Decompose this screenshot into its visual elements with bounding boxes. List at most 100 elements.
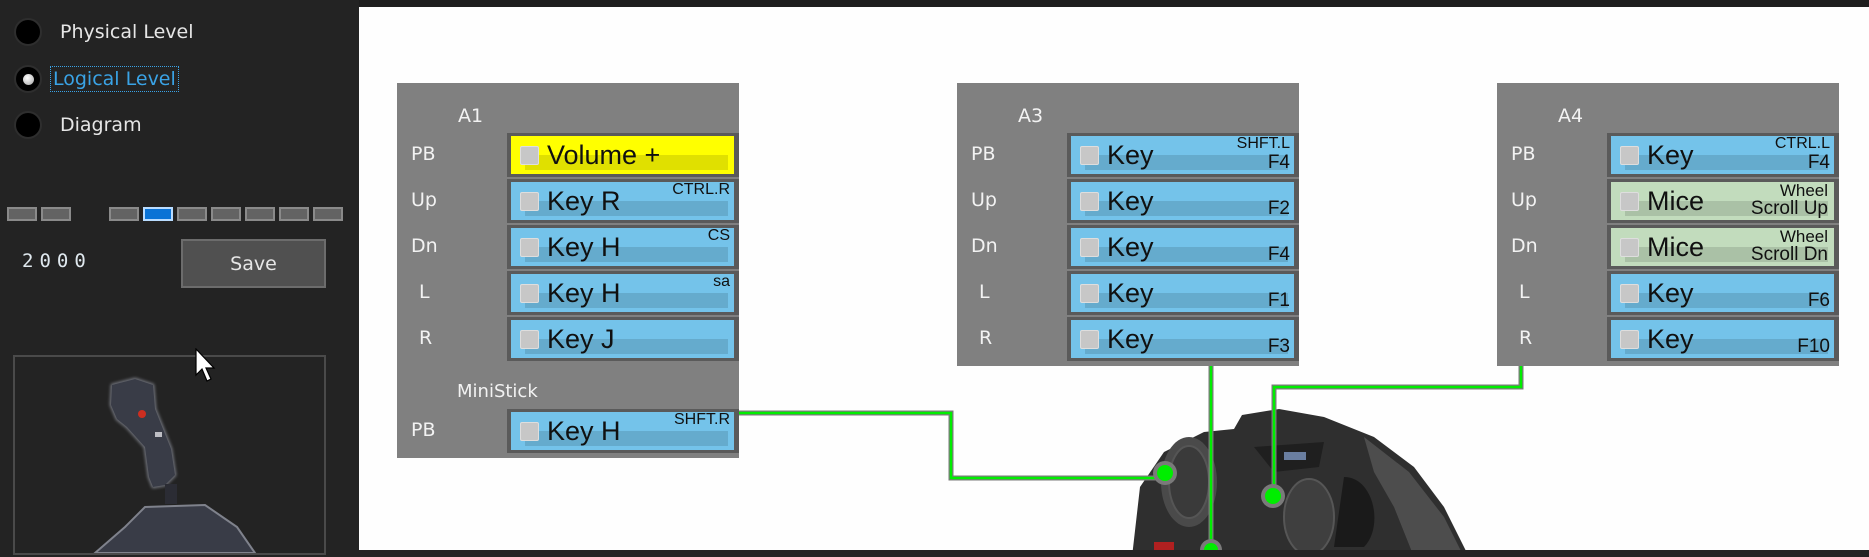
mapping-button-a3-pb[interactable]: Key SHFT.L F4	[1067, 133, 1299, 177]
row-label: L	[979, 281, 990, 303]
mapping-button-a3-up[interactable]: Key F2	[1067, 179, 1299, 223]
radio-button[interactable]	[14, 18, 42, 46]
radio-button[interactable]	[14, 111, 42, 139]
checkbox[interactable]	[520, 192, 539, 211]
mapping-key: F4	[1267, 152, 1290, 173]
mode-segment-1[interactable]	[7, 207, 37, 221]
checkbox[interactable]	[1080, 146, 1099, 165]
checkbox[interactable]	[1620, 146, 1639, 165]
mapping-action: Key H	[547, 278, 621, 308]
panel-a3: A3 PB Key SHFT.L F4 Up Key F2 Dn Key F4 …	[957, 83, 1299, 366]
mapping-action: Key	[1107, 232, 1154, 262]
mapping-button-ministick-pb[interactable]: Key H SHFT.R	[507, 409, 739, 453]
mapping-button-a4-l[interactable]: Key F6	[1607, 271, 1839, 315]
mode-segment-9[interactable]	[313, 207, 343, 221]
checkbox[interactable]	[520, 422, 539, 441]
checkbox[interactable]	[1080, 284, 1099, 303]
mapping-action: Key	[1647, 324, 1694, 354]
row-label: Up	[971, 189, 997, 211]
checkbox[interactable]	[520, 330, 539, 349]
checkbox[interactable]	[520, 238, 539, 257]
mouse-cursor-icon	[195, 348, 216, 382]
mapping-action: Mice	[1647, 232, 1705, 262]
mode-segment-7[interactable]	[245, 207, 275, 221]
mapping-button-a3-l[interactable]: Key F1	[1067, 271, 1299, 315]
mapping-modifier: CTRL.R	[672, 182, 730, 198]
device-preview	[13, 355, 326, 555]
row-label: Dn	[411, 235, 438, 257]
mode-segment-2[interactable]	[41, 207, 71, 221]
row-label: Up	[1511, 189, 1537, 211]
checkbox[interactable]	[1620, 238, 1639, 257]
row-label: PB	[411, 419, 436, 441]
mapping-button-a3-dn[interactable]: Key F4	[1067, 225, 1299, 269]
mode-segment-5[interactable]	[177, 207, 207, 221]
radio-logical-level[interactable]: Logical Level	[14, 62, 179, 96]
mapping-modifier: SHFT.R	[674, 412, 730, 428]
mapping-key: F10	[1797, 336, 1830, 357]
checkbox[interactable]	[1080, 238, 1099, 257]
row-label: PB	[411, 143, 436, 165]
mapping-action: Key R	[547, 186, 621, 216]
checkbox[interactable]	[520, 146, 539, 165]
panel-a1: A1 PB Volume + Up Key R CTRL.R Dn Key H …	[397, 83, 739, 458]
mapping-modifier: CTRL.L	[1774, 136, 1830, 152]
mapping-key: F4	[1267, 244, 1290, 265]
mapping-button-a1-dn[interactable]: Key H CS	[507, 225, 739, 269]
mapping-event: Scroll Up	[1750, 198, 1828, 219]
checkbox[interactable]	[1620, 284, 1639, 303]
row-label: L	[419, 281, 430, 303]
mapping-key: F2	[1267, 198, 1290, 219]
row-label: R	[1519, 327, 1533, 349]
mode-segment-8[interactable]	[279, 207, 309, 221]
mode-segment-6[interactable]	[211, 207, 241, 221]
mapping-button-a4-pb[interactable]: Key CTRL.L F4	[1607, 133, 1839, 177]
mapping-button-a1-r[interactable]: Key J	[507, 317, 739, 361]
save-button[interactable]: Save	[181, 239, 326, 288]
wire-a4	[1271, 363, 1524, 499]
radio-button-selected[interactable]	[14, 65, 42, 93]
mapping-action: Key	[1107, 140, 1154, 170]
radio-diagram[interactable]: Diagram	[14, 108, 144, 142]
radio-label: Physical Level	[60, 21, 194, 43]
mode-segment-3[interactable]	[109, 207, 139, 221]
mapping-button-a1-up[interactable]: Key R CTRL.R	[507, 179, 739, 223]
mapping-key: F6	[1807, 290, 1830, 311]
radio-physical-level[interactable]: Physical Level	[14, 15, 195, 49]
mapping-button-a1-l[interactable]: Key H sa	[507, 271, 739, 315]
mapping-action: Key	[1107, 186, 1154, 216]
panel-title: A1	[458, 105, 484, 127]
row-label: Dn	[971, 235, 998, 257]
mapping-action: Key H	[547, 232, 621, 262]
checkbox[interactable]	[1620, 192, 1639, 211]
row-label: PB	[971, 143, 996, 165]
wire-a1-ministick	[737, 410, 1170, 481]
mapping-button-a4-r[interactable]: Key F10	[1607, 317, 1839, 361]
row-label: PB	[1511, 143, 1536, 165]
mode-segment-4-active[interactable]	[143, 207, 173, 221]
checkbox[interactable]	[520, 284, 539, 303]
mapping-action: Mice	[1647, 186, 1705, 216]
row-label: R	[979, 327, 993, 349]
joystick-icon	[92, 377, 257, 554]
mapping-key: F1	[1267, 290, 1290, 311]
value-readout: 2000	[22, 250, 92, 272]
checkbox[interactable]	[1080, 330, 1099, 349]
mapping-action: Key	[1107, 324, 1154, 354]
mapping-key: F4	[1807, 152, 1830, 173]
mapping-action: Volume +	[547, 140, 661, 170]
checkbox[interactable]	[1620, 330, 1639, 349]
mapping-button-a3-r[interactable]: Key F3	[1067, 317, 1299, 361]
mapping-button-a1-pb[interactable]: Volume +	[507, 133, 739, 177]
panel-title: A4	[1558, 105, 1584, 127]
mapping-key: F3	[1267, 336, 1290, 357]
mapping-action: Key J	[547, 324, 615, 354]
sidebar: Physical Level Logical Level Diagram 200…	[0, 0, 359, 555]
mapping-device: Wheel	[1779, 228, 1828, 246]
checkbox[interactable]	[1080, 192, 1099, 211]
row-label: L	[1519, 281, 1530, 303]
mapping-device: Wheel	[1779, 182, 1828, 200]
